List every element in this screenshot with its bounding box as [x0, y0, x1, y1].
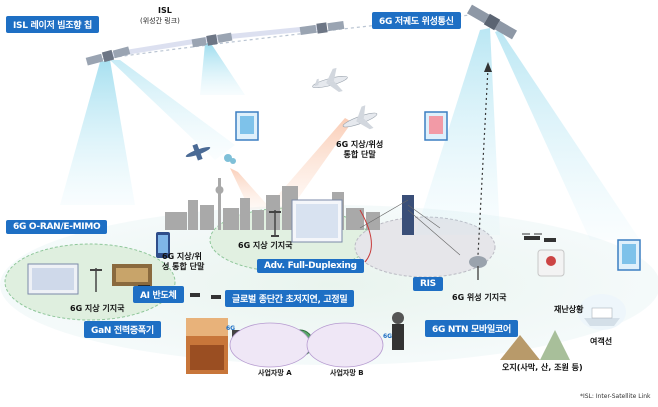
isl-laser-tag: ISL 레이저 빔조향 칩 [6, 16, 100, 33]
beam-far-right [495, 30, 640, 240]
landscape-photo [186, 318, 228, 374]
gan-amp-tag: GaN 전력증폭기 [84, 321, 161, 338]
remote-area-icon [500, 330, 570, 360]
isl-link-beam [109, 24, 326, 58]
server-rack-icon [112, 264, 152, 286]
oran-tag: 6G O-RAN/E-MIMO [6, 220, 108, 234]
drone-icon [211, 295, 221, 299]
ground-bs-left-label: 6G 지상 기지국 [70, 304, 125, 313]
ntn-core-tag: 6G NTN 모바일코어 [425, 320, 518, 337]
server-rack-icon [291, 199, 343, 243]
city-skyline [165, 178, 380, 230]
sat-ground-link [477, 67, 489, 256]
satellite-dish-icon [469, 256, 487, 280]
ris-tag: RIS [413, 277, 443, 291]
device-screen-icon [424, 111, 448, 141]
drone-icon [544, 238, 556, 242]
remote-area-label: 오지(사막, 산, 조원 등) [502, 363, 583, 372]
beam-drone [110, 60, 235, 160]
disaster-label: 재난상황 [554, 305, 584, 314]
drone-icon [522, 233, 542, 240]
satellite-icon [466, 4, 518, 40]
footnote: *ISL: Inter-Satellite Link [580, 393, 651, 400]
base-station-icon [90, 268, 102, 292]
airplane-icon [312, 67, 348, 93]
device-screen-icon [235, 111, 259, 141]
beam-left-sat [60, 60, 135, 205]
sat-bs-label: 6G 위성 기지국 [452, 293, 507, 302]
beam-right-sat [415, 28, 500, 235]
cruise-label: 여객선 [590, 337, 613, 346]
disaster-icon [537, 249, 565, 277]
drone-icon [224, 154, 236, 164]
drone-icon [185, 143, 211, 161]
terminal-left-label: 6G 지상/위 성 통합 단말 [162, 252, 205, 271]
device-screen-icon [617, 239, 641, 271]
isl-subtitle: (위성간 링크) [140, 17, 180, 25]
ai-chip-tag: AI 반도체 [133, 286, 184, 303]
ground-bs-center-label: 6G 지상 기지국 [238, 241, 293, 250]
satellite-icon [299, 20, 345, 36]
isl-title: ISL [158, 6, 172, 15]
oran-coverage-left [4, 243, 176, 321]
global-e2e-tag: 글로벌 종단간 초저지연, 고정밀 [225, 290, 355, 307]
satellite-icon [191, 32, 233, 48]
ris-panel-icon [359, 195, 461, 263]
server-rack-icon [27, 263, 79, 295]
vr-headset-icon [392, 312, 404, 350]
airplane-icon [342, 105, 378, 130]
site-a-label: 사업자망 A [258, 369, 292, 377]
beam-orange-2 [230, 168, 270, 210]
beam-center-sat [200, 42, 245, 95]
base-station-icon [269, 210, 281, 237]
ship-icon [578, 294, 626, 330]
six-g-tag-left: 6G [226, 325, 235, 332]
six-g-tag-right: 6G [383, 333, 392, 340]
cloud-network-b [306, 322, 384, 368]
smartphone-icon [156, 232, 170, 258]
arrow-head-up [484, 62, 492, 72]
adv-fd-tag: Adv. Full-Duplexing [257, 259, 364, 273]
terminal-air-label: 6G 지상/위성 통합 단말 [336, 140, 384, 159]
drone-icon [190, 293, 200, 297]
site-b-label: 사업자망 B [330, 369, 364, 377]
leo-satcom-tag: 6G 저궤도 위성통신 [372, 12, 461, 29]
orbit-path [94, 14, 471, 61]
cloud-network-a [229, 322, 311, 368]
